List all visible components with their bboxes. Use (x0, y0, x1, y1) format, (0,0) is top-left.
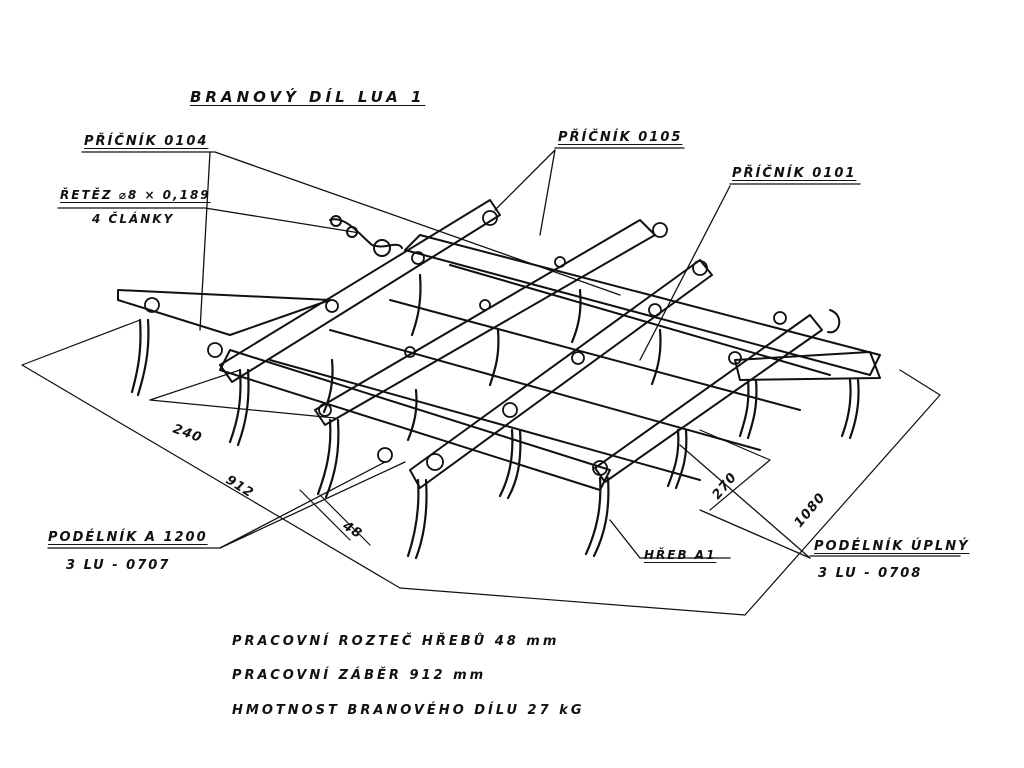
drawing-title: BRANOVÝ DÍL LUA 1 (190, 88, 426, 106)
label-pricnik-0105: PŘÍČNÍK 0105 (558, 130, 683, 145)
crossbar-3 (409, 259, 713, 489)
frame-left-bar (117, 289, 331, 336)
grid-bar-a (329, 329, 761, 451)
label-retez: ŘETĚZ ⌀8 × 0,189 (60, 188, 211, 202)
hook-right (827, 309, 841, 334)
label-hreb: HŘEB A1 (644, 548, 717, 562)
label-pricnik-0104: PŘÍČNÍK 0104 (84, 134, 209, 149)
dim-1080: 1080 (792, 490, 829, 530)
draw-arm (734, 351, 881, 381)
tines (130, 273, 860, 560)
label-podelnik-a-code: 3 LU - 0707 (66, 558, 171, 573)
spec-weight: HMOTNOST BRANOVÉHO DÍLU 27 kG (232, 703, 585, 718)
label-podelnik-uplny-code: 3 LU - 0708 (818, 566, 923, 581)
grid-bar-b (389, 299, 801, 411)
label-retez-sub: 4 ČLÁNKY (92, 212, 175, 226)
spec-tine-spacing: PRACOVNÍ ROZTEČ HŘEBŮ 48 mm (232, 634, 560, 649)
label-pricnik-0101: PŘÍČNÍK 0101 (732, 166, 857, 181)
crossbar-1 (219, 199, 501, 383)
grid-bar-c (449, 264, 831, 376)
label-podelnik-a: PODÉLNÍK A 1200 (48, 530, 208, 545)
spec-working-width: PRACOVNÍ ZÁBĚR 912 mm (232, 668, 487, 683)
dim-240: 240 (171, 422, 204, 446)
crossbar-4 (594, 314, 823, 483)
label-podelnik-uplny: PODÉLNÍK ÚPLNÝ (814, 539, 970, 554)
frame-far-bar (404, 234, 881, 376)
dim-912: 912 (223, 473, 257, 502)
grid-bar-d (269, 359, 701, 481)
crossbar-2 (314, 219, 656, 426)
hook-left-chain (329, 218, 403, 249)
dim-48: 48 (339, 518, 365, 542)
